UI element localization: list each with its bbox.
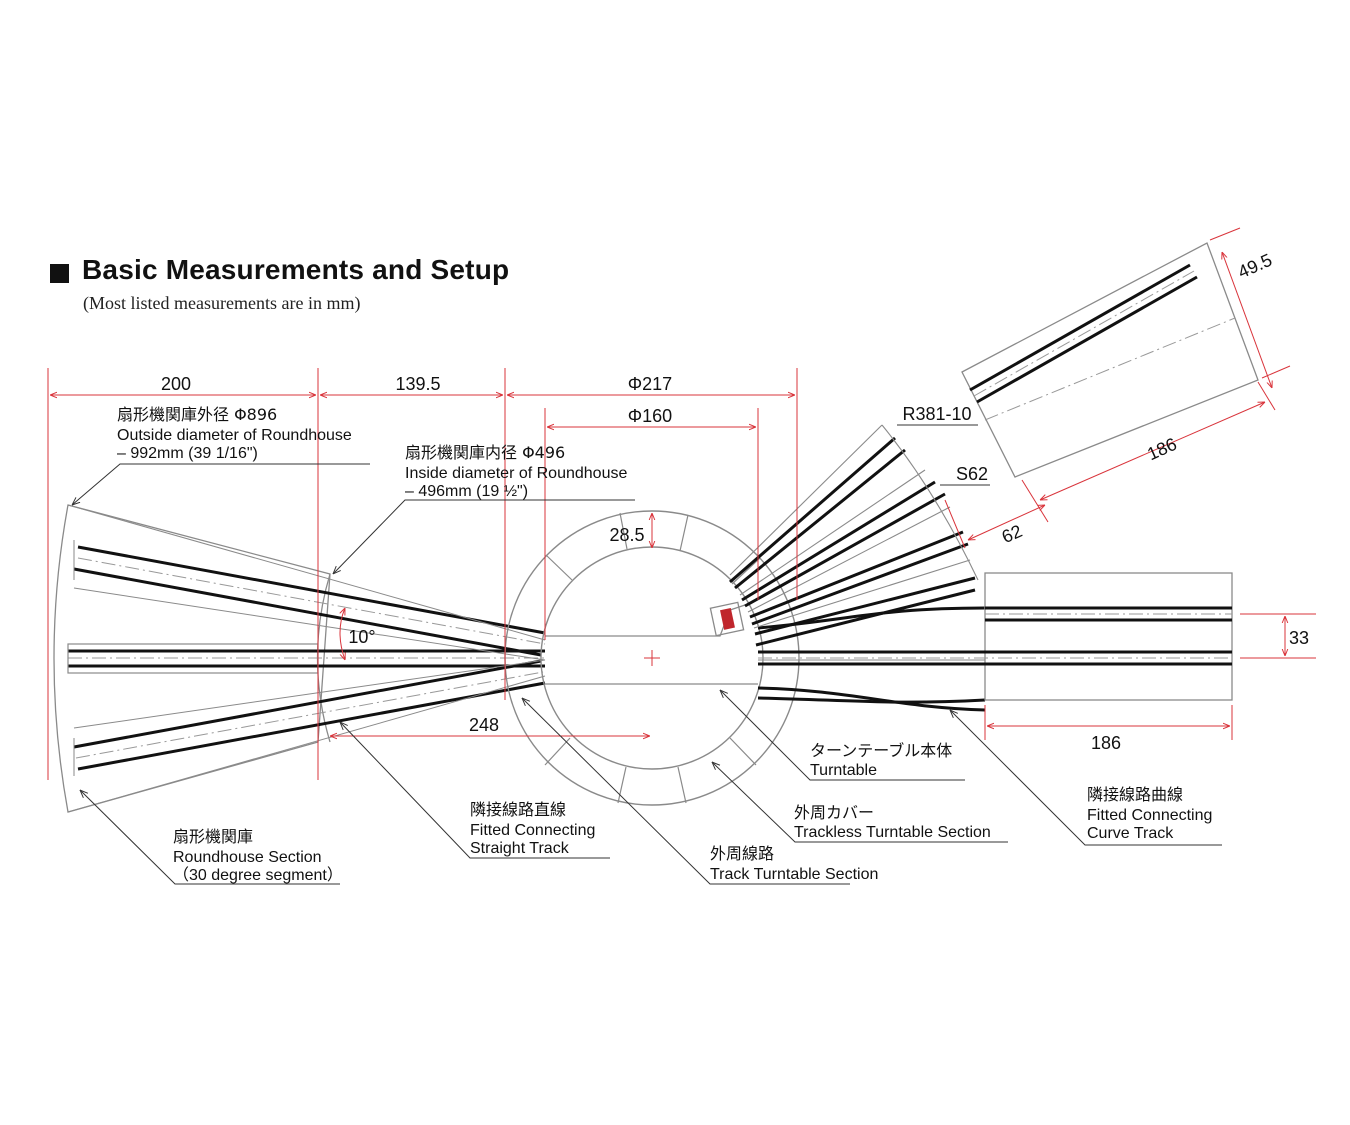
label-outer-diameter-en1: Outside diameter of Roundhouse — [117, 427, 352, 444]
dim-s62: S62 — [956, 464, 988, 484]
dim-10deg: 10° — [348, 627, 375, 647]
label-outer-diameter: 扇形機関庫外径 Φ896 Outside diameter of Roundho… — [117, 405, 352, 462]
dimension-texts: 200 139.5 Φ217 Φ160 28.5 10° 248 R381-10… — [161, 250, 1309, 753]
roundhouse-tracks — [67, 504, 546, 813]
dim-49-5: 49.5 — [1235, 250, 1275, 283]
heading-square-icon — [50, 264, 69, 283]
label-roundhouse-en1: Roundhouse Section — [173, 849, 322, 866]
label-roundhouse-section: 扇形機関庫 Roundhouse Section （30 degree segm… — [173, 827, 343, 884]
label-roundhouse-jp: 扇形機関庫 — [173, 827, 253, 846]
dim-33: 33 — [1289, 628, 1309, 648]
turntable-assembly — [504, 510, 800, 806]
fitted-straight-diagonal — [961, 242, 1259, 478]
label-turntable-jp: ターンテーブル本体 — [810, 741, 952, 760]
label-track-section-jp: 外周線路 — [710, 844, 774, 863]
dim-phi160: Φ160 — [628, 406, 672, 426]
fitted-straight-right — [758, 572, 1233, 701]
turntable-control-marker — [720, 607, 735, 630]
label-outer-diameter-jp: 扇形機関庫外径 Φ896 — [117, 405, 277, 424]
right-fan-tracks — [729, 436, 986, 712]
right-fan-outline — [729, 424, 985, 661]
label-inner-diameter-en1: Inside diameter of Roundhouse — [405, 465, 627, 482]
dim-28-5: 28.5 — [609, 525, 644, 545]
dim-248: 248 — [469, 715, 499, 735]
label-turntable: ターンテーブル本体 Turntable — [810, 741, 952, 779]
label-curve-track: 隣接線路曲線 Fitted Connecting Curve Track — [1087, 785, 1212, 842]
dim-200: 200 — [161, 374, 191, 394]
label-inner-diameter-en2: – 496mm (19 ½") — [405, 483, 528, 500]
label-turntable-en: Turntable — [810, 762, 877, 779]
label-roundhouse-en2: （30 degree segment） — [173, 866, 343, 884]
label-track-section: 外周線路 Track Turntable Section — [710, 844, 878, 883]
label-outer-diameter-en2: – 992mm (39 1/16") — [117, 445, 258, 462]
page-title: Basic Measurements and Setup — [82, 254, 510, 285]
label-trackless-en: Trackless Turntable Section — [794, 824, 991, 841]
label-curve-track-en1: Fitted Connecting — [1087, 807, 1212, 824]
label-trackless-jp: 外周カバー — [794, 803, 874, 822]
dim-186-diagonal: 186 — [1144, 434, 1180, 464]
label-track-section-en: Track Turntable Section — [710, 866, 878, 883]
dim-186-bottom: 186 — [1091, 733, 1121, 753]
dim-r381: R381-10 — [902, 404, 971, 424]
label-straight-track-en2: Straight Track — [470, 840, 570, 857]
label-straight-track-en1: Fitted Connecting — [470, 822, 595, 839]
label-inner-diameter: 扇形機関庫内径 Φ496 Inside diameter of Roundhou… — [405, 443, 627, 500]
dimension-lines — [47, 227, 1316, 780]
leader-lines — [72, 424, 1222, 885]
page-subtitle: (Most listed measurements are in mm) — [83, 293, 361, 313]
label-straight-track-jp: 隣接線路直線 — [470, 800, 566, 819]
label-inner-diameter-jp: 扇形機関庫内径 Φ496 — [405, 443, 565, 462]
dim-phi217: Φ217 — [628, 374, 672, 394]
label-curve-track-jp: 隣接線路曲線 — [1087, 785, 1183, 804]
dim-139-5: 139.5 — [395, 374, 440, 394]
label-curve-track-en2: Curve Track — [1087, 825, 1174, 842]
label-trackless-section: 外周カバー Trackless Turntable Section — [794, 803, 991, 841]
label-straight-track: 隣接線路直線 Fitted Connecting Straight Track — [470, 800, 595, 857]
